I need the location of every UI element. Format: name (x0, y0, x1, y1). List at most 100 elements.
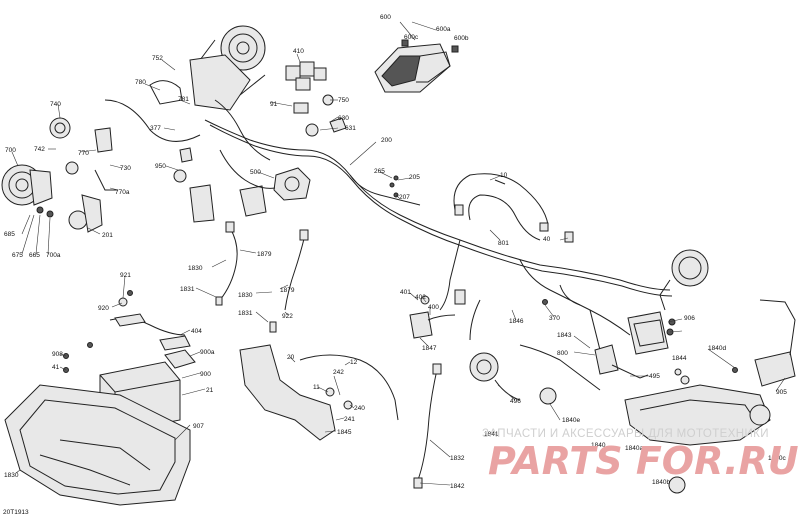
callout: 241 (344, 416, 355, 423)
callout: 1842 (450, 483, 465, 490)
callout: 900a (200, 349, 215, 356)
callout: 752 (152, 55, 163, 62)
battery-cable-920 (109, 297, 191, 351)
callout: 631 (345, 125, 356, 132)
callout: 742 (34, 146, 45, 153)
callout: 21 (206, 387, 214, 394)
callout: 675 (12, 252, 23, 259)
horn-495 (469, 352, 557, 405)
callout: 1830 (238, 292, 253, 299)
callout: 402 (415, 294, 426, 301)
callout: 40 (543, 236, 551, 243)
harness-10 (453, 173, 549, 241)
callout: 920 (98, 305, 109, 312)
callout-labels: 600 600c 600a 600b 410 752 780 781 91 75… (4, 14, 787, 490)
callout: 740 (50, 101, 61, 108)
callout: 1843 (557, 332, 572, 339)
callout: 1840c (768, 455, 786, 462)
callout: 12 (350, 359, 358, 366)
callout: 600 (380, 14, 391, 21)
callout: 770 (78, 150, 89, 157)
callout: 1840b (652, 479, 670, 486)
callout: 600b (454, 35, 469, 42)
callout: 950 (155, 163, 166, 170)
callout: 1832 (450, 455, 465, 462)
light-740 (49, 117, 71, 139)
callout: 665 (29, 252, 40, 259)
callout: 265 (374, 168, 385, 175)
module-500 (173, 167, 311, 223)
callout: 600a (436, 26, 451, 33)
callout: 1847 (422, 345, 437, 352)
bracket-20 (239, 344, 399, 441)
callout: 1840e (562, 417, 580, 424)
tray-905 (4, 384, 191, 506)
callout: 400 (428, 304, 439, 311)
callout: 401 (400, 289, 411, 296)
callout: 370 (549, 315, 560, 322)
connectors-770-730 (65, 99, 201, 191)
callout: 1831 (238, 310, 253, 317)
callout: 905 (776, 389, 787, 396)
callout: 1840a (625, 445, 643, 452)
callout: 908 (52, 351, 63, 358)
callout: 900 (200, 371, 211, 378)
hardware-small (63, 175, 738, 373)
parts-artwork (1, 25, 796, 506)
callout: 700 (5, 147, 16, 154)
callout: 801 (498, 240, 509, 247)
watermark-tagline: ЗАПЧАСТИ И АКСЕССУАРЫ ДЛЯ МОТОТЕХНИКИ (482, 428, 769, 440)
part-370 (564, 231, 574, 243)
main-harness-200 (204, 99, 673, 391)
callout: 1831 (180, 286, 195, 293)
relay-block-410 (285, 61, 327, 91)
headlight-right (659, 249, 709, 311)
reference-code: 20T1913 (3, 509, 29, 516)
callout: 201 (102, 232, 113, 239)
callout: 1830 (188, 265, 203, 272)
callout: 404 (191, 328, 202, 335)
callout: 242 (333, 369, 344, 376)
callout: 1840d (708, 345, 726, 352)
callout: 10 (500, 172, 508, 179)
sensor-1830-top (215, 221, 309, 333)
callout: 20 (287, 354, 295, 361)
callout: 205 (409, 174, 420, 181)
callout: 495 (649, 373, 660, 380)
callout: 11 (313, 384, 320, 391)
callout: 1879 (280, 287, 295, 294)
sensor-400 (409, 289, 466, 339)
callout: 1830 (4, 472, 19, 479)
callout: 907 (193, 423, 204, 430)
headlight-700 (1, 164, 103, 233)
callout: 91 (270, 101, 278, 108)
bracket-1840 (624, 299, 796, 494)
watermark: ЗАПЧАСТИ И АКСЕССУАРЫ ДЛЯ МОТОТЕХНИКИ PA… (482, 428, 799, 483)
callout: 906 (684, 315, 695, 322)
headlight-upper (149, 25, 266, 111)
callout: 1844 (672, 355, 687, 362)
callout: 496 (510, 398, 521, 405)
callout: 781 (178, 96, 189, 103)
callout: 600c (404, 34, 419, 41)
callout: 750 (338, 97, 349, 104)
callout: 700a (46, 252, 61, 259)
module-800 (627, 311, 676, 355)
callout: 800 (557, 350, 568, 357)
callout: 1879 (257, 251, 272, 258)
callout: 1841 (484, 431, 499, 438)
callout: 1845 (337, 429, 352, 436)
callout: 630 (338, 115, 349, 122)
callout: 41 (52, 364, 60, 371)
callout: 1846 (509, 318, 524, 325)
callout: 730 (120, 165, 131, 172)
callout: 200 (381, 137, 392, 144)
callout: 207 (399, 194, 410, 201)
callout: 780 (135, 79, 146, 86)
callout: 500 (250, 169, 261, 176)
callout: 377 (150, 125, 161, 132)
switch-panel-600 (374, 39, 459, 93)
leader-lines (11, 21, 786, 486)
connectors-cluster-top (179, 94, 347, 163)
